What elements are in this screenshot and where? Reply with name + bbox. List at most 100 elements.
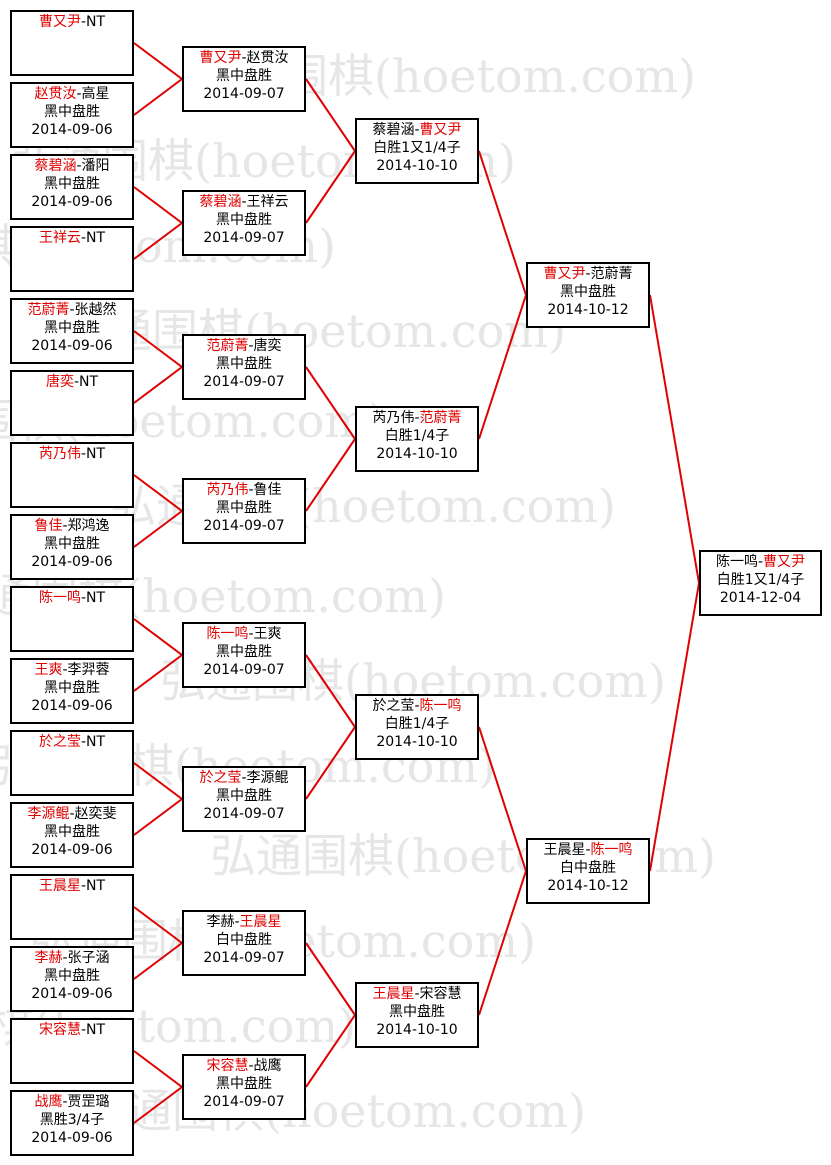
player-black: 范蔚菁 — [206, 338, 249, 354]
match-players: 鲁佳-郑鸿逸 — [12, 517, 132, 535]
player-separator: - — [80, 230, 87, 246]
player-white: 唐奕 — [253, 338, 282, 354]
player-separator: - — [80, 1022, 87, 1038]
match-date: 2014-09-07 — [203, 518, 285, 534]
bracket-connector-line — [133, 1086, 183, 1124]
match-box[interactable]: 王祥云-NT — [10, 226, 134, 292]
match-box[interactable]: 曹又尹-NT — [10, 10, 134, 76]
player-white: 王晨星 — [239, 914, 282, 930]
match-box[interactable]: 唐奕-NT — [10, 370, 134, 436]
match-box[interactable]: 於之莹-NT — [10, 730, 134, 796]
match-players: 李源鲲-赵奕斐 — [12, 805, 132, 823]
match-players: 芮乃伟-鲁佳 — [184, 481, 304, 499]
player-black: 鲁佳 — [34, 518, 63, 534]
bracket-connector-line — [133, 78, 183, 116]
match-box[interactable]: 王晨星-NT — [10, 874, 134, 940]
match-players: 宋容慧-战鹰 — [184, 1057, 304, 1075]
match-players: 王晨星-宋容慧 — [357, 985, 477, 1003]
player-white: NT — [86, 734, 106, 750]
player-black: 蔡碧涵 — [372, 122, 415, 138]
player-separator: - — [757, 554, 764, 570]
match-date: 2014-10-12 — [547, 302, 629, 318]
match-date: 2014-09-07 — [203, 374, 285, 390]
player-black: 王晨星 — [543, 842, 586, 858]
player-white: 宋容慧 — [419, 986, 462, 1002]
match-players: 陈一鸣-NT — [12, 589, 132, 607]
match-date: 2014-09-07 — [203, 230, 285, 246]
player-white: 张越然 — [74, 302, 117, 318]
match-result: 白胜1/4子 — [384, 716, 450, 732]
match-date: 2014-09-07 — [203, 950, 285, 966]
match-players: 曹又尹-NT — [12, 13, 132, 31]
match-result: 黑中盘胜 — [216, 644, 272, 660]
player-black: 芮乃伟 — [372, 410, 415, 426]
match-players: 李赫-王晨星 — [184, 913, 304, 931]
player-separator: - — [80, 878, 87, 894]
player-black: 曹又尹 — [38, 14, 81, 30]
player-black: 赵贯汝 — [34, 86, 77, 102]
player-separator: - — [414, 698, 420, 714]
match-box[interactable]: 李赫-王晨星白中盘胜 2014-09-07 — [182, 910, 306, 976]
match-box[interactable]: 宋容慧-NT — [10, 1018, 134, 1084]
bracket-connector-line — [305, 366, 356, 440]
match-box[interactable]: 芮乃伟-NT — [10, 442, 134, 508]
player-separator: - — [76, 86, 82, 102]
match-players: 芮乃伟-范蔚菁 — [357, 409, 477, 427]
player-separator: - — [76, 158, 82, 174]
match-box[interactable]: 陈一鸣-NT — [10, 586, 134, 652]
player-separator: - — [414, 986, 420, 1002]
bracket-connector-line — [133, 942, 183, 980]
match-players: 王晨星-陈一鸣 — [528, 841, 648, 859]
player-separator: - — [241, 770, 247, 786]
match-players: 王晨星-NT — [12, 877, 132, 895]
player-black: 王晨星 — [38, 878, 81, 894]
bracket-connector-line — [133, 330, 183, 368]
match-result: 白中盘胜 — [216, 932, 272, 948]
player-black: 於之莹 — [199, 770, 242, 786]
player-black: 李源鲲 — [27, 806, 70, 822]
player-black: 芮乃伟 — [206, 482, 249, 498]
player-black: 王晨星 — [372, 986, 415, 1002]
player-white: 贾罡璐 — [67, 1094, 110, 1110]
match-players: 李赫-张子涵 — [12, 949, 132, 967]
player-black: 於之莹 — [372, 698, 415, 714]
player-black: 曹又尹 — [543, 266, 586, 282]
player-black: 陈一鸣 — [206, 626, 249, 642]
player-white: 曹又尹 — [763, 554, 806, 570]
match-players: 范蔚菁-张越然 — [12, 301, 132, 319]
match-date: 2014-09-06 — [31, 194, 113, 210]
player-black: 陈一鸣 — [38, 590, 81, 606]
player-white: 高星 — [81, 86, 110, 102]
player-white: 潘阳 — [81, 158, 110, 174]
player-separator: - — [248, 338, 254, 354]
player-separator: - — [585, 842, 591, 858]
match-date: 2014-10-10 — [376, 1022, 458, 1038]
bracket-connector-line — [133, 654, 183, 692]
player-white: 赵奕斐 — [74, 806, 117, 822]
bracket-connector-line — [133, 618, 183, 656]
bracket-connector-line — [478, 870, 527, 1016]
